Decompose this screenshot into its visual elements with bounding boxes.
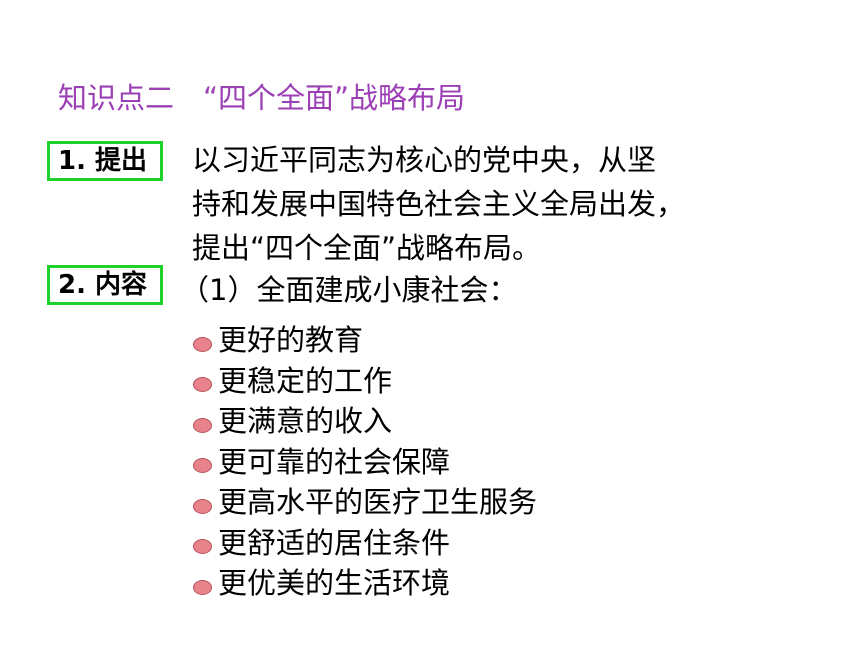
bullet-text: 更稳定的工作 <box>218 363 393 398</box>
bullet-dot-icon <box>193 579 212 595</box>
bullet-dot-icon <box>193 458 212 474</box>
content-subheading: （1）全面建成小康社会： <box>180 273 518 307</box>
tag-propose: 1. 提出 <box>47 141 163 181</box>
bullet-dot-icon <box>193 539 212 555</box>
list-item: 更好的教育 <box>193 318 537 359</box>
bullet-text: 更舒适的居住条件 <box>218 525 451 560</box>
bullet-dot-icon <box>193 417 212 433</box>
list-item: 更高水平的医疗卫生服务 <box>193 480 537 521</box>
tag-content: 2. 内容 <box>47 265 163 305</box>
bullet-text: 更高水平的医疗卫生服务 <box>218 485 538 520</box>
bullet-dot-icon <box>193 498 212 514</box>
list-item: 更稳定的工作 <box>193 359 537 400</box>
propose-line: 提出“四个全面”战略布局。 <box>192 231 542 265</box>
bullet-text: 更可靠的社会保障 <box>218 444 451 479</box>
list-item: 更舒适的居住条件 <box>193 521 537 562</box>
bullet-dot-icon <box>193 377 212 393</box>
propose-line: 以习近平同志为核心的党中央，从坚 <box>192 143 657 177</box>
bullet-dot-icon <box>193 336 212 352</box>
list-item: 更可靠的社会保障 <box>193 440 537 481</box>
bullet-text: 更满意的收入 <box>218 404 393 439</box>
bullet-text: 更优美的生活环境 <box>218 566 451 601</box>
content-bullet-list: 更好的教育 更稳定的工作 更满意的收入 更可靠的社会保障 更高水平的医疗卫生服务… <box>193 318 537 602</box>
propose-text: 以习近平同志为核心的党中央，从坚 持和发展中国特色社会主义全局出发， 提出“四个… <box>192 138 832 270</box>
bullet-text: 更好的教育 <box>218 323 364 358</box>
propose-line: 持和发展中国特色社会主义全局出发， <box>192 187 686 221</box>
list-item: 更满意的收入 <box>193 399 537 440</box>
list-item: 更优美的生活环境 <box>193 561 537 602</box>
section-heading: 知识点二 “四个全面”战略布局 <box>58 81 466 115</box>
